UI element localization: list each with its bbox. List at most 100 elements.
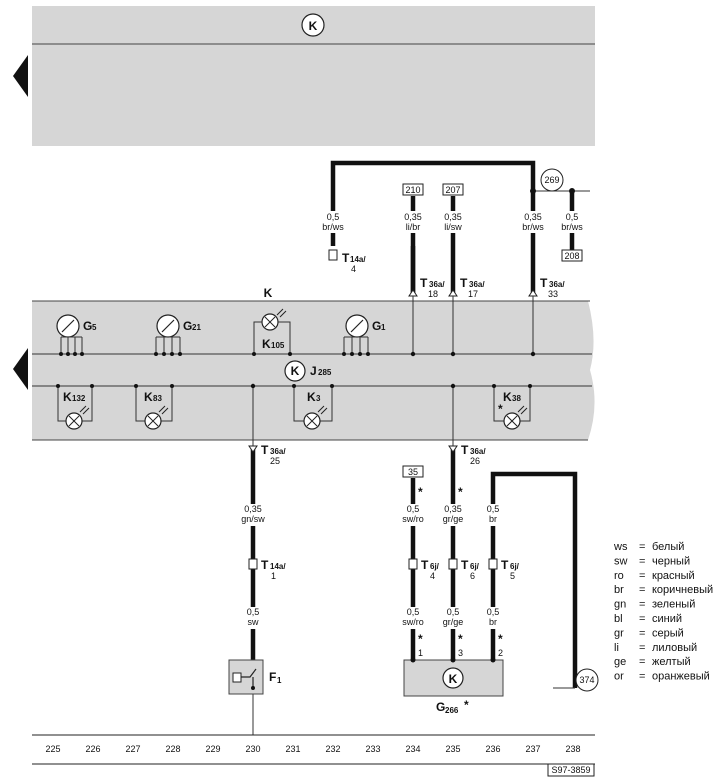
legend-color-name: лиловый — [652, 642, 697, 654]
track-number: 230 — [245, 744, 260, 754]
track-number: 228 — [165, 744, 180, 754]
svg-text:*: * — [418, 485, 423, 499]
wire-label-255a: 0,35 gn/sw — [238, 504, 268, 526]
wire-label-453: 0,35 li/sw — [440, 211, 466, 233]
svg-text:105: 105 — [271, 341, 285, 350]
wire-label-413a: 0,5 sw/ro — [398, 504, 428, 526]
header-band: K — [32, 6, 595, 146]
svg-text:0,5: 0,5 — [566, 212, 579, 222]
svg-text:0,35: 0,35 — [404, 212, 422, 222]
svg-text:gn/sw: gn/sw — [241, 514, 265, 524]
track-number: 225 — [45, 744, 60, 754]
connector-t36a-25: T 36a/ 25 — [248, 443, 286, 466]
svg-text:3: 3 — [458, 648, 463, 658]
legend-code: ge — [614, 656, 626, 668]
svg-text:0,35: 0,35 — [444, 212, 462, 222]
svg-text:T: T — [261, 443, 269, 457]
svg-text:210: 210 — [405, 185, 420, 195]
wire-label-493a: 0,5 br — [480, 504, 506, 526]
track-number: 226 — [85, 744, 100, 754]
svg-text:gr/ge: gr/ge — [443, 514, 464, 524]
svg-text:4: 4 — [430, 571, 435, 581]
wire-label-453b: 0,5 gr/ge — [438, 607, 468, 629]
wire-label-413: 0,35 li/br — [400, 211, 426, 233]
svg-text:li/br: li/br — [406, 222, 421, 232]
svg-text:F: F — [269, 670, 276, 684]
svg-text:25: 25 — [270, 456, 280, 466]
lamp-k83: K 83 — [134, 384, 174, 430]
footer-code-box: S97-3859 — [547, 763, 595, 777]
ref-circle-374: 374 — [575, 668, 599, 692]
track-number: 232 — [325, 744, 340, 754]
svg-text:6: 6 — [470, 571, 475, 581]
svg-text:132: 132 — [72, 394, 86, 403]
lamp-k105: K K 105 — [252, 286, 292, 356]
gauge-g5: G 5 — [56, 314, 97, 356]
legend-color-name: черный — [652, 555, 690, 567]
track-number: 227 — [125, 744, 140, 754]
track-number: 231 — [285, 744, 300, 754]
connector-t6j-6: T 6j/ 6 — [448, 558, 480, 581]
svg-text:26: 26 — [470, 456, 480, 466]
svg-text:K: K — [307, 390, 316, 404]
legend-equals: = — [639, 541, 645, 553]
svg-text:K: K — [291, 364, 300, 378]
connector-t6j-4: T 6j/ 4 — [408, 558, 440, 581]
gauge-g21: G 21 — [154, 314, 201, 356]
svg-text:83: 83 — [153, 394, 162, 403]
svg-text:0,5: 0,5 — [487, 607, 500, 617]
svg-text:br: br — [489, 617, 497, 627]
svg-text:*: * — [458, 632, 463, 646]
svg-text:5: 5 — [92, 323, 97, 332]
svg-text:374: 374 — [579, 675, 594, 685]
legend-equals: = — [639, 570, 645, 582]
svg-text:36a/: 36a/ — [470, 447, 486, 456]
svg-text:35: 35 — [408, 467, 418, 477]
wire-label-532: 0,35 br/ws — [520, 211, 546, 233]
svg-text:K: K — [503, 390, 512, 404]
svg-text:6j/: 6j/ — [510, 562, 520, 571]
legend-equals: = — [639, 627, 645, 639]
svg-text:14a/: 14a/ — [350, 255, 366, 264]
svg-text:T: T — [342, 251, 350, 265]
legend-color-name: желтый — [652, 656, 691, 668]
svg-text:T: T — [261, 558, 269, 572]
left-marker-top — [13, 55, 28, 97]
svg-text:33: 33 — [548, 289, 558, 299]
svg-text:0,35: 0,35 — [524, 212, 542, 222]
ref-box-207: 207 — [442, 183, 464, 196]
wire-label-330: 0,5 br/ws — [320, 211, 346, 233]
svg-text:K: K — [144, 390, 153, 404]
legend-code: sw — [614, 555, 628, 567]
svg-text:T: T — [461, 558, 469, 572]
svg-text:S97-3859: S97-3859 — [551, 765, 590, 775]
svg-text:T: T — [421, 558, 429, 572]
svg-text:li/sw: li/sw — [444, 222, 462, 232]
svg-text:2: 2 — [498, 648, 503, 658]
legend-code: bl — [614, 613, 623, 625]
svg-text:K: K — [63, 390, 72, 404]
legend-equals: = — [639, 642, 645, 654]
legend-code: br — [614, 584, 624, 596]
svg-text:285: 285 — [318, 368, 332, 377]
svg-text:38: 38 — [512, 394, 521, 403]
legend-color-name: оранжевый — [652, 671, 710, 683]
svg-text:G: G — [372, 319, 381, 333]
left-marker-middle — [13, 348, 28, 390]
svg-text:1: 1 — [418, 648, 423, 658]
svg-text:br/ws: br/ws — [322, 222, 344, 232]
svg-text:sw: sw — [248, 617, 260, 627]
svg-text:T: T — [420, 276, 428, 290]
wire-label-255b: 0,5 sw — [240, 607, 266, 629]
stars-upper: * * — [418, 485, 463, 499]
svg-text:6j/: 6j/ — [470, 562, 480, 571]
svg-text:T: T — [460, 276, 468, 290]
legend-code: gn — [614, 599, 626, 611]
svg-text:sw/ro: sw/ro — [402, 617, 424, 627]
wire-label-493b: 0,5 br — [480, 607, 506, 629]
svg-text:*: * — [464, 698, 469, 712]
svg-text:sw/ro: sw/ro — [402, 514, 424, 524]
legend-equals: = — [639, 555, 645, 567]
track-number: 233 — [365, 744, 380, 754]
legend-equals: = — [639, 656, 645, 668]
